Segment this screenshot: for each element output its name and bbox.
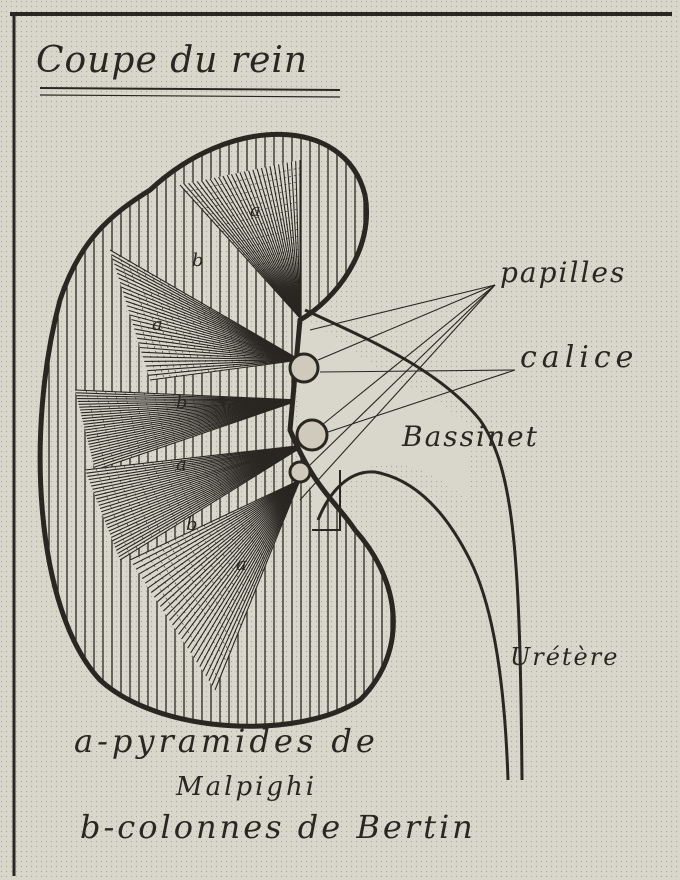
legend-pyramides: a-pyramides de xyxy=(74,722,379,760)
label-papilles: papilles xyxy=(500,256,626,289)
legend-malpighi: Malpighi xyxy=(176,772,317,802)
mark-pyramid-1: a xyxy=(250,200,261,221)
calyx-3 xyxy=(290,462,310,482)
mark-column-3: b xyxy=(186,514,198,535)
label-calice: calice xyxy=(520,340,638,375)
label-bassinet: Bassinet xyxy=(402,420,539,453)
legend-colonnes: b-colonnes de Bertin xyxy=(80,808,476,846)
calyx-1 xyxy=(290,354,318,382)
mark-pyramid-4: a xyxy=(236,554,247,575)
mark-pyramid-2: a xyxy=(152,314,163,335)
mark-pyramid-3: a xyxy=(176,454,187,475)
label-uretere: Urétère xyxy=(510,643,619,671)
diagram-title: Coupe du rein xyxy=(36,40,308,81)
mark-column-2: b xyxy=(176,392,188,413)
mark-column-1: b xyxy=(192,250,204,271)
